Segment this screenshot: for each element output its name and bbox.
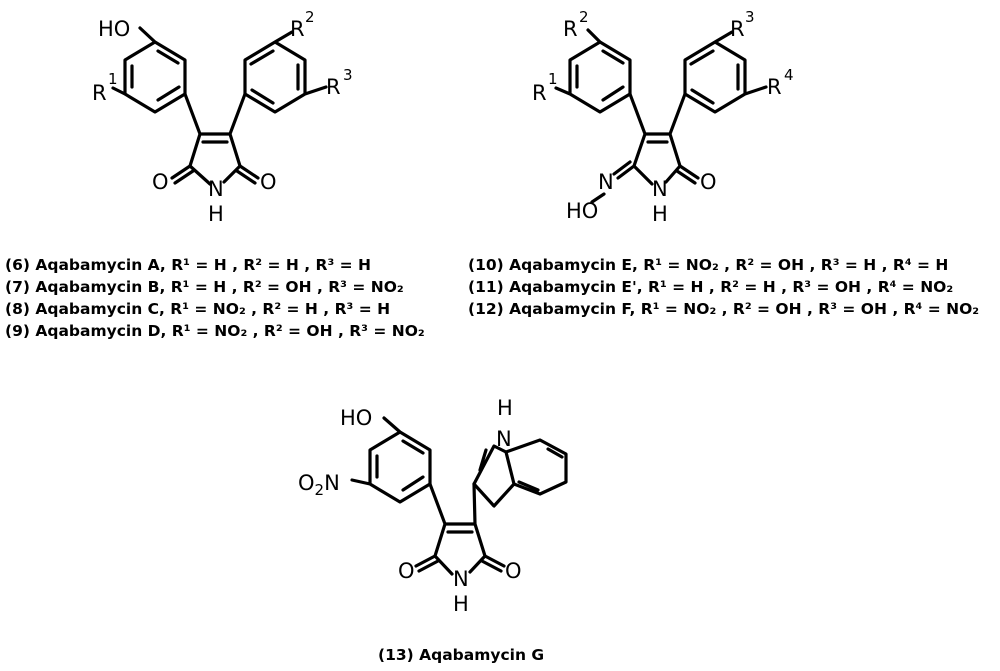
hydrogen-label: H [453,592,469,616]
caption-compound-7: (7) Aqabamycin B, R¹ = H , R² = OH , R³ … [5,278,404,296]
r-group-label: R [290,17,305,41]
hydrogen-label: H [208,202,224,226]
r1-index: 1 [108,70,118,88]
hydrogen-label: H [652,202,668,226]
ring-left-bonds [111,26,187,114]
r2-index: 2 [579,8,589,26]
nitrogen-label: N [208,177,224,201]
caption-compound-10: (10) Aqabamycin E, R¹ = NO₂ , R² = OH , … [468,256,948,274]
oxime-nitrogen-label: N [598,170,614,194]
r-group-label: R [92,81,107,105]
oxygen-label: O [152,170,169,194]
structure-maleimide-top-left: HO R 1 R 2 R 3 O O N H [92,8,353,226]
nitrogen-label: N [652,177,668,201]
structure-oxime-top-right: R 2 R 1 R 3 R 4 N HO N H O [532,8,794,226]
structure-indolyl-bottom: HO O2N H N O O N H [298,396,568,616]
caption-compound-11: (11) Aqabamycin E', R¹ = H , R² = H , R³… [468,278,953,296]
caption-compound-13: (13) Aqabamycin G [378,646,544,664]
r2-index: 2 [305,8,315,26]
maleimide-bonds [414,482,506,576]
indole-nitrogen-label: N [496,427,512,451]
oxygen-label: O [398,559,415,583]
maleimide-bonds [170,92,260,186]
r3-index: 3 [745,8,755,26]
hydroxyl-label: HO [340,406,372,430]
ring-right-bonds [243,30,328,114]
hydroxyl-label: HO [98,17,130,41]
hydroxyl-label: HO [566,199,598,223]
oxygen-label: O [700,170,717,194]
r3-index: 3 [343,66,353,84]
r4-index: 4 [784,66,794,84]
caption-compound-8: (8) Aqabamycin C, R¹ = NO₂ , R² = H , R³… [5,300,390,318]
lactam-oxime-bonds [590,92,700,204]
r1-index: 1 [548,70,558,88]
ring-left-bonds [554,28,632,114]
oxygen-label: O [260,170,277,194]
r-group-label: R [326,75,341,99]
caption-compound-6: (6) Aqabamycin A, R¹ = H , R² = H , R³ =… [5,256,371,274]
indole-bonds [472,438,568,508]
caption-compound-9: (9) Aqabamycin D, R¹ = NO₂ , R² = OH , R… [5,322,425,340]
oxygen-label: O [505,559,522,583]
r-group-label: R [767,75,782,99]
ring-nitrophenol-bonds [350,416,432,504]
indole-hydrogen-label: H [497,396,513,420]
r-group-label: R [563,17,578,41]
r-group-label: R [532,81,547,105]
r-group-label: R [730,17,745,41]
caption-compound-12: (12) Aqabamycin F, R¹ = NO₂ , R² = OH , … [468,300,979,318]
nitrogen-label: N [453,567,469,591]
nitro-label: O2N [298,471,340,499]
ring-right-bonds [683,30,768,114]
